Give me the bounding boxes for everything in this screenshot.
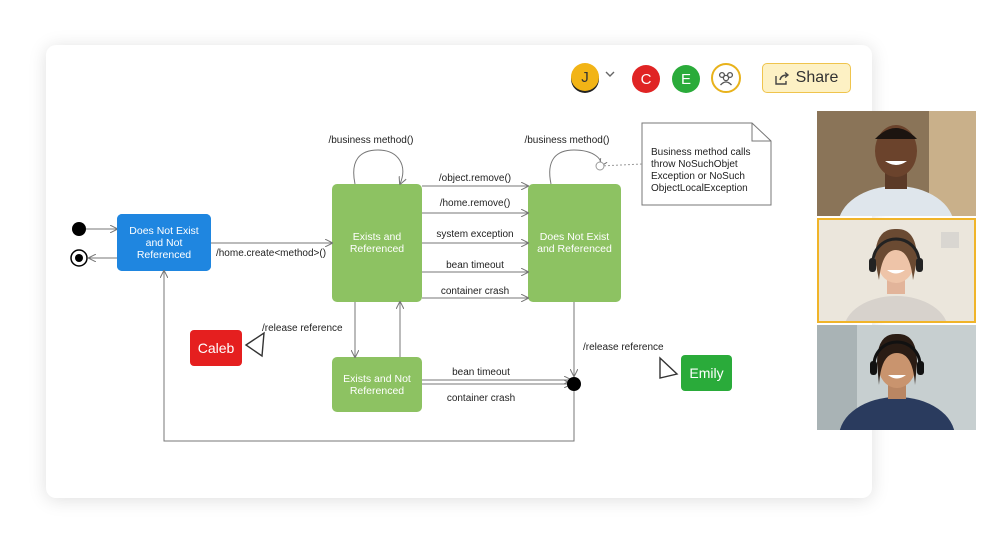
label-release-reference-2: /release reference <box>583 342 664 353</box>
note-line-3: Exception or NoSuch <box>651 171 745 182</box>
state-exists-referenced-label: Exists and Referenced <box>349 231 405 255</box>
initial-state-node <box>72 222 86 236</box>
share-button[interactable]: Share <box>762 63 851 93</box>
label-container-crash-1: container crash <box>441 286 509 297</box>
emily-cursor-icon <box>659 356 679 379</box>
state-exists-not-referenced[interactable] <box>332 357 422 412</box>
caleb-cursor-icon <box>244 331 265 358</box>
note-line-4: ObjectLocalException <box>651 183 748 194</box>
users-icon[interactable] <box>711 63 741 93</box>
label-home-remove: /home.remove() <box>440 198 511 209</box>
junction-node <box>567 377 581 391</box>
note-box[interactable] <box>641 122 772 206</box>
state-does-not-exist-label: Does Not Exist and Not Referenced <box>117 214 211 271</box>
participant-2-image <box>819 220 974 321</box>
avatar-j[interactable]: J <box>571 63 599 91</box>
share-icon <box>774 71 789 85</box>
label-home-create: /home.create<method>() <box>216 248 326 259</box>
video-tile-participant-2[interactable] <box>817 218 976 323</box>
state-exists-referenced[interactable] <box>332 184 422 302</box>
avatar-e-letter: E <box>680 70 691 88</box>
participant-3-image <box>817 325 976 430</box>
self-loop-business-2 <box>549 149 601 185</box>
label-business-method-2: /business method() <box>524 135 609 146</box>
avatar-c[interactable]: C <box>632 65 660 93</box>
label-bean-timeout-2: bean timeout <box>452 367 510 378</box>
note-line-2: throw NoSuchObjet <box>651 159 738 170</box>
state-does-not-exist-referenced-label: Does Not Exist and Referenced <box>537 231 612 255</box>
video-tile-participant-3[interactable] <box>817 325 976 430</box>
note-line-1: Business method calls <box>651 147 751 158</box>
chevron-down-icon[interactable] <box>604 68 616 80</box>
caleb-cursor-label: Caleb <box>190 330 242 366</box>
avatar-c-letter: C <box>640 70 652 88</box>
label-business-method-1: /business method() <box>328 135 413 146</box>
label-object-remove: /object.remove() <box>439 173 511 184</box>
avatar-e[interactable]: E <box>672 65 700 93</box>
label-bean-timeout-1: bean timeout <box>446 260 504 271</box>
svg-text:Business method calls thro: Business method calls throw NoSuchObjet … <box>651 147 753 194</box>
emily-cursor-label: Emily <box>681 355 732 391</box>
avatar-j-letter: J <box>581 68 589 86</box>
label-system-exception: system exception <box>436 229 513 240</box>
participant-1-image <box>817 111 976 216</box>
transition-return <box>164 271 575 442</box>
label-container-crash-2: container crash <box>447 393 515 404</box>
state-does-not-exist-referenced[interactable] <box>528 184 621 302</box>
share-label: Share <box>795 69 839 86</box>
video-tile-participant-1[interactable] <box>817 111 976 216</box>
self-loop-business-1 <box>353 149 403 184</box>
state-exists-not-referenced-label: Exists and Not Referenced <box>343 372 411 397</box>
label-release-reference-1: /release reference <box>262 323 343 334</box>
